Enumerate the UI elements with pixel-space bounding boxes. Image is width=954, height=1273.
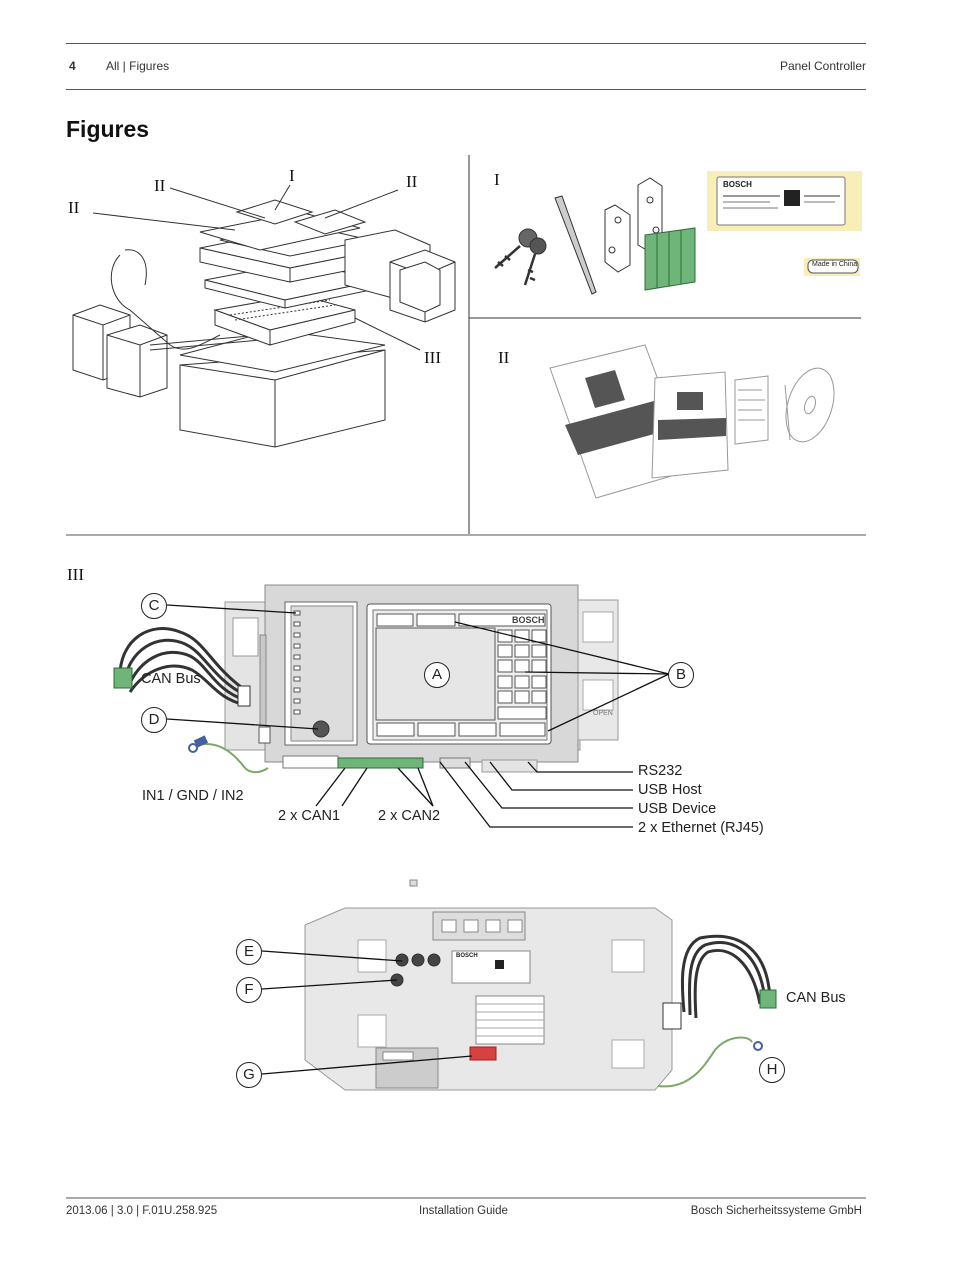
label-can2: 2 x CAN2 bbox=[378, 808, 441, 824]
label-ii-right: II bbox=[406, 172, 418, 191]
label-can-bus-front: CAN Bus bbox=[141, 671, 201, 687]
label-usb-device: USB Device bbox=[638, 801, 717, 817]
label-usb-host: USB Host bbox=[638, 782, 702, 798]
made-in-china-label bbox=[807, 259, 859, 274]
product-label-qr bbox=[784, 190, 800, 206]
documentation-drawing bbox=[549, 344, 835, 499]
callout-f: F bbox=[236, 977, 262, 1003]
page-number: 4 bbox=[69, 59, 76, 73]
footer-doc-type: Installation Guide bbox=[419, 1205, 508, 1217]
panel-back-drawing bbox=[261, 879, 777, 1091]
product-label-brand: BOSCH bbox=[723, 180, 752, 189]
label-ethernet: 2 x Ethernet (RJ45) bbox=[638, 820, 764, 836]
screen-brand: BOSCH bbox=[512, 615, 545, 625]
label-i-top: I bbox=[289, 166, 295, 185]
label-i-accessories: I bbox=[494, 170, 500, 189]
label-can-bus-back: CAN Bus bbox=[786, 990, 846, 1006]
header-section: All | Figures bbox=[106, 59, 170, 73]
label-inputs: IN1 / GND / IN2 bbox=[142, 788, 244, 804]
callout-g: G bbox=[236, 1062, 262, 1088]
callout-h: H bbox=[759, 1057, 785, 1083]
open-text: OPEN bbox=[593, 710, 613, 717]
label-rs232: RS232 bbox=[638, 763, 683, 779]
label-ii-mid: II bbox=[154, 176, 166, 195]
callout-b: B bbox=[668, 662, 694, 688]
callout-e: E bbox=[236, 939, 262, 965]
header-top-rule bbox=[66, 43, 866, 44]
label-ii-left: II bbox=[68, 198, 80, 217]
footer-doc-id: 2013.06 | 3.0 | F.01U.258.925 bbox=[66, 1205, 218, 1217]
product-label bbox=[716, 176, 846, 226]
callout-c: C bbox=[141, 593, 167, 619]
label-can1: 2 x CAN1 bbox=[278, 808, 341, 824]
page-title: Figures bbox=[66, 116, 150, 142]
label-iii-figure: III bbox=[67, 565, 84, 584]
label-iii-device: III bbox=[424, 348, 441, 367]
made-in-china-text: Made in China bbox=[812, 261, 858, 268]
label-ii-documentation: II bbox=[498, 348, 510, 367]
header-bottom-rule bbox=[66, 89, 866, 90]
packaging-exploded-drawing bbox=[72, 184, 456, 448]
panel-front-drawing bbox=[113, 584, 670, 828]
callout-d: D bbox=[141, 707, 167, 733]
footer-company: Bosch Sicherheitssysteme GmbH bbox=[690, 1205, 862, 1217]
header-product: Panel Controller bbox=[779, 59, 866, 73]
back-label-brand: BOSCH bbox=[456, 953, 478, 959]
accessories-drawing bbox=[494, 177, 696, 295]
callout-a: A bbox=[424, 662, 450, 688]
